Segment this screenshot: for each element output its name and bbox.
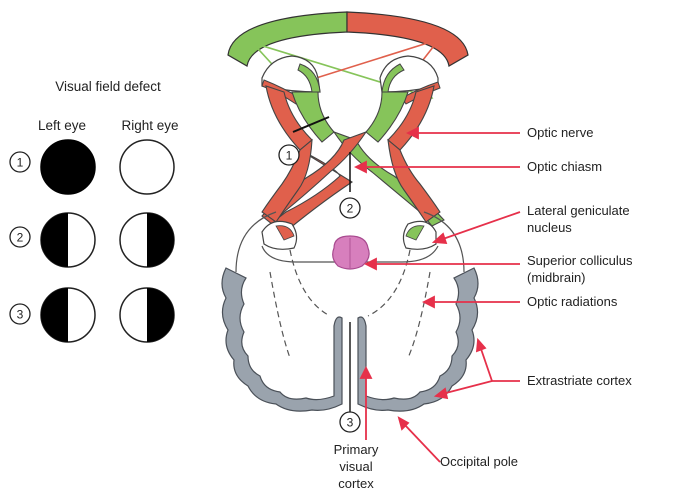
- legend-title: Visual field defect: [55, 79, 161, 94]
- label-optic-radiations: Optic radiations: [527, 294, 618, 309]
- legend-row-2: 2: [10, 213, 174, 267]
- lesion-marker-1: 1: [279, 145, 299, 165]
- legend-row-3: 3: [10, 288, 174, 342]
- svg-text:3: 3: [347, 416, 354, 430]
- label-sc-line1: Superior colliculus: [527, 253, 633, 268]
- row-marker-3-text: 3: [17, 308, 24, 322]
- row-marker-1-text: 1: [17, 156, 24, 170]
- svg-text:2: 2: [347, 202, 354, 216]
- left-eye-header: Left eye: [38, 118, 86, 133]
- label-optic-nerve: Optic nerve: [527, 125, 593, 140]
- legend-row-1: 1: [10, 140, 174, 194]
- label-occipital-pole: Occipital pole: [440, 454, 518, 469]
- label-primary-line3: cortex: [338, 476, 374, 491]
- label-optic-chiasm: Optic chiasm: [527, 159, 602, 174]
- superior-colliculus: [333, 236, 369, 269]
- right-eye-field-1: [120, 140, 174, 194]
- structure-labels: Optic nerve Optic chiasm Lateral genicul…: [334, 125, 633, 491]
- left-eye-field-2-defect: [41, 213, 68, 267]
- right-eye-header: Right eye: [121, 118, 178, 133]
- label-lgn-line2: nucleus: [527, 220, 572, 235]
- svg-text:1: 1: [286, 149, 293, 163]
- right-eye-field-2-defect: [147, 213, 174, 267]
- label-sc-line2: (midbrain): [527, 270, 586, 285]
- visual-field-arc: [228, 12, 468, 66]
- label-lgn-line1: Lateral geniculate: [527, 203, 630, 218]
- label-primary-line1: Primary: [334, 442, 379, 457]
- row-marker-2-text: 2: [17, 231, 24, 245]
- left-eye-field-1: [41, 140, 95, 194]
- lesion-marker-2: 2: [340, 198, 360, 218]
- left-eye-field-3-defect: [41, 288, 68, 342]
- right-eye-field-3-defect: [147, 288, 174, 342]
- label-primary-line2: visual: [339, 459, 372, 474]
- lesion-marker-3: 3: [340, 412, 360, 432]
- visual-field-legend: Visual field defect Left eye Right eye 1…: [10, 79, 179, 342]
- label-extrastriate: Extrastriate cortex: [527, 373, 632, 388]
